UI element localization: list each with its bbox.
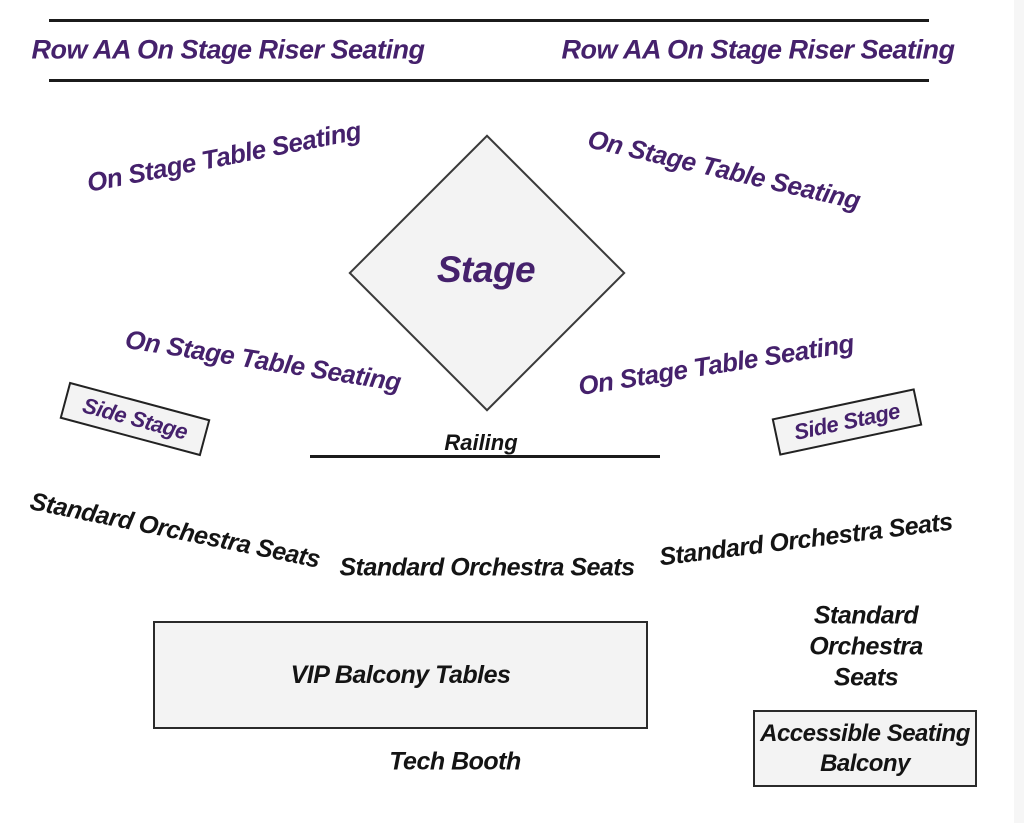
vip-balcony-region[interactable]: VIP Balcony Tables (153, 621, 648, 729)
orchestra-label-center: Standard Orchestra Seats (339, 553, 635, 582)
stage-label: Stage (436, 249, 536, 290)
side-stage-region-right[interactable]: Side Stage (771, 388, 923, 456)
page-edge-strip (1014, 0, 1024, 823)
side-stage-label-right: Side Stage (791, 398, 903, 445)
tech-booth-label: Tech Booth (389, 747, 521, 776)
railing-label: Railing (444, 430, 518, 455)
row-aa-riser-label-left: Row AA On Stage Riser Seating (31, 34, 425, 65)
orchestra-label-right: Standard Orchestra Seats (657, 507, 955, 572)
orchestra-label-back-right-line2: Seats (833, 663, 899, 692)
side-stage-label-left: Side Stage (79, 392, 191, 445)
table-seating-label-top-right: On Stage Table Seating (585, 123, 864, 216)
orchestra-label-back-right: Standard Orchestra Seats (787, 601, 945, 694)
vip-balcony-label: VIP Balcony Tables (290, 660, 511, 689)
orchestra-label-left: Standard Orchestra Seats (27, 487, 323, 574)
railing-line (310, 455, 660, 458)
header-bottom-rule (49, 79, 929, 82)
table-seating-label-top-left: On Stage Table Seating (84, 115, 364, 198)
row-aa-riser-label-right: Row AA On Stage Riser Seating (561, 34, 955, 65)
accessible-seating-label-line2: Balcony (820, 749, 910, 777)
accessible-seating-region[interactable]: Accessible Seating Balcony (753, 710, 977, 787)
top-rule (49, 19, 929, 22)
table-seating-label-bottom-left: On Stage Table Seating (123, 323, 403, 398)
table-seating-label-bottom-right: On Stage Table Seating (576, 327, 856, 402)
orchestra-label-back-right-line1: Standard Orchestra (809, 601, 923, 661)
accessible-seating-label-line1: Accessible Seating (760, 719, 970, 747)
side-stage-region-left[interactable]: Side Stage (59, 381, 211, 457)
